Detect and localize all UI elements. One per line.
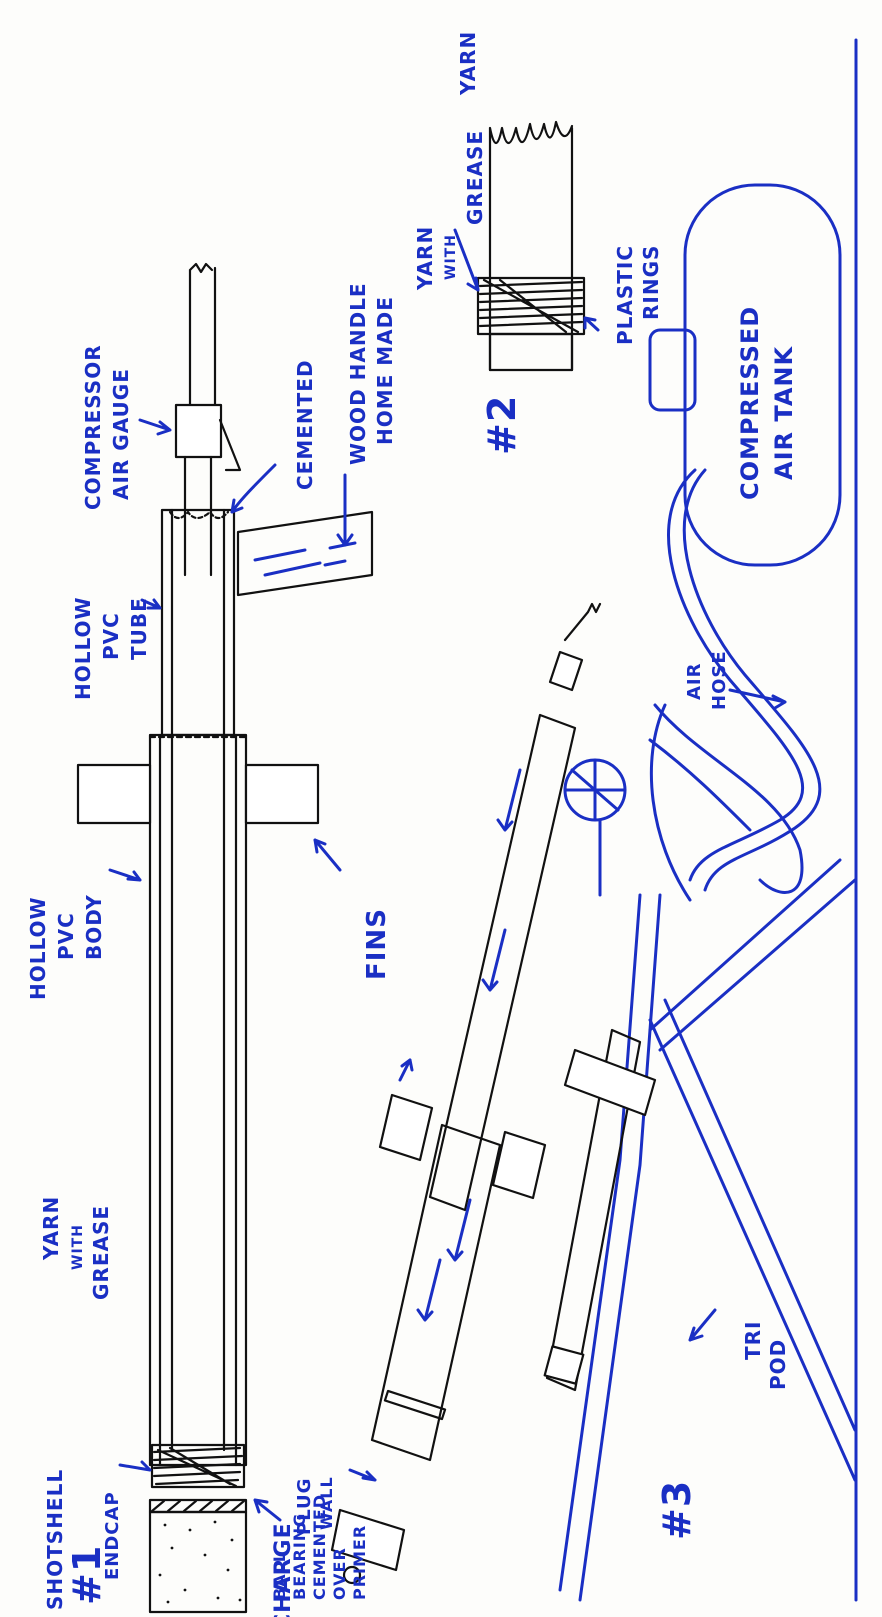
label-hollow-tube-2: PVC [99,612,123,660]
label-compressor-2: AIR GAUGE [109,368,133,500]
launch-rod-tip [543,1345,585,1385]
fig2-number: #2 [480,395,524,455]
arrow-yarn-2 [453,228,480,292]
operator-arm [648,703,752,902]
arrow-hollow-tube [140,598,162,610]
tripod-leg-left-2 [578,893,662,1602]
air-hose-outer [682,468,822,892]
label-hollow-body-1: HOLLOW [26,896,50,1000]
fig1-plug-hatch [150,1499,246,1513]
label-hollow-body-3: BODY [82,894,106,960]
fig1-gauge-needle [218,418,242,472]
tripod-leg-back [648,858,857,1052]
label-compressed-2: AIR TANK [770,345,798,480]
label-tripod-1: TRI [741,1321,765,1360]
air-hose [667,468,805,882]
angled-rocket-ball-bearing [342,1565,362,1585]
fig3-number: #3 [655,1480,699,1540]
label-tripod-2: POD [766,1339,790,1390]
arrow-wood-handle [336,473,354,547]
label-yarn2-1: YARN [456,31,480,96]
operator-body [653,703,804,894]
arrow-tripod [688,1308,717,1342]
label-yarn2-2: WITH [443,234,459,280]
operator-face [563,758,627,822]
label-endcap: ENDCAP [102,1491,123,1580]
fig1-wood-handle [236,510,374,597]
label-yarn1-3: GREASE [89,1205,113,1300]
label-wood-handle-2: HOME MADE [373,296,397,445]
fig1-fin-left [76,763,152,825]
compressed-air-tank [683,183,842,567]
angled-rocket-tube [428,713,577,1212]
fig1-charge [148,1510,248,1614]
label-yarn2-3: GREASE [463,130,487,225]
label-hollow-body-2: PVC [54,912,78,960]
figure-3-tripod-launcher [543,183,857,1602]
label-fins: FINS [362,908,392,980]
arrow-air-hose [728,688,787,710]
arrow-compressor [138,418,172,436]
label-wood-handle-1: WOOD HANDLE [346,282,370,465]
label-air-hose-2: HOSE [709,650,730,710]
arrow-charge [253,1498,282,1522]
label-shotshell: SHOTSHELL [43,1469,67,1610]
label-charge: CHARGE [271,1522,296,1617]
label-compressor-1: COMPRESSOR [81,344,105,510]
angled-rocket-gauge [548,650,584,692]
fig2-tube-bottom [488,332,574,372]
label-hollow-tube-3: TUBE [127,597,151,660]
fig1-fin-right [244,763,320,825]
arrow-plug-wall [348,1468,377,1482]
tripod-leg-left [558,893,642,1592]
label-arrows [108,228,787,1522]
arrow-plastic-rings [583,316,600,332]
label-yarn2-main: YARN [413,226,437,291]
label-compressed-1: COMPRESSED [736,306,764,500]
label-plastic-rings-1: PLASTIC [613,245,637,345]
angled-rocket-endcap [330,1508,406,1572]
label-hollow-tube-1: HOLLOW [71,596,95,700]
angled-rocket-fin-right [491,1130,547,1200]
tank-handle [648,328,697,412]
fig1-handle-grain [253,541,357,577]
angled-rocket-body [370,1123,502,1462]
label-yarn1-2: WITH [70,1224,86,1270]
angled-rocket-plug-wall [383,1389,447,1421]
label-plug-wall-1: PLUG [294,1478,315,1535]
label-yarn1-1: YARN [39,1196,63,1261]
label-plug-wall-2: WALL [317,1476,336,1530]
label-cemented: CEMENTED [293,359,317,490]
fig1-inner-pipe [183,455,213,577]
fig1-yarn-wraps [152,1446,244,1488]
angled-rocket-air-flow-arrows [416,768,522,1322]
fig1-compressor-gauge [174,403,223,459]
arrow-yarn-1 [118,1460,152,1472]
figure-2-detail [476,120,586,372]
label-air-hose-1: AIR [684,663,705,701]
arrow-hollow-body [108,868,142,882]
fig1-hollow-pvc-body [148,733,248,1467]
fig1-charge-dots [158,1520,242,1604]
figure-angled-rocket [330,602,602,1585]
fig1-cemented-joint [168,510,230,520]
tripod-fin-clamp [563,1048,657,1117]
tripod-leg-right [648,998,857,1482]
fig1-yarn-with-grease [150,1443,246,1489]
label-plastic-rings-2: RINGS [639,245,663,320]
fig1-number: #1 [65,1545,109,1605]
angled-rocket-handle-top [563,602,602,642]
angled-rocket-fin-left [378,1093,434,1162]
arrow-fins-1 [313,838,342,872]
fig1-handle-top [188,262,217,407]
fig2-yarn-wraps [478,278,584,334]
figure-1-rocket [76,262,374,1614]
fig2-tube-top [488,120,574,372]
arrow-cemented [230,463,277,514]
arrow-fins-2 [398,1058,414,1082]
launch-rod [545,1028,642,1392]
